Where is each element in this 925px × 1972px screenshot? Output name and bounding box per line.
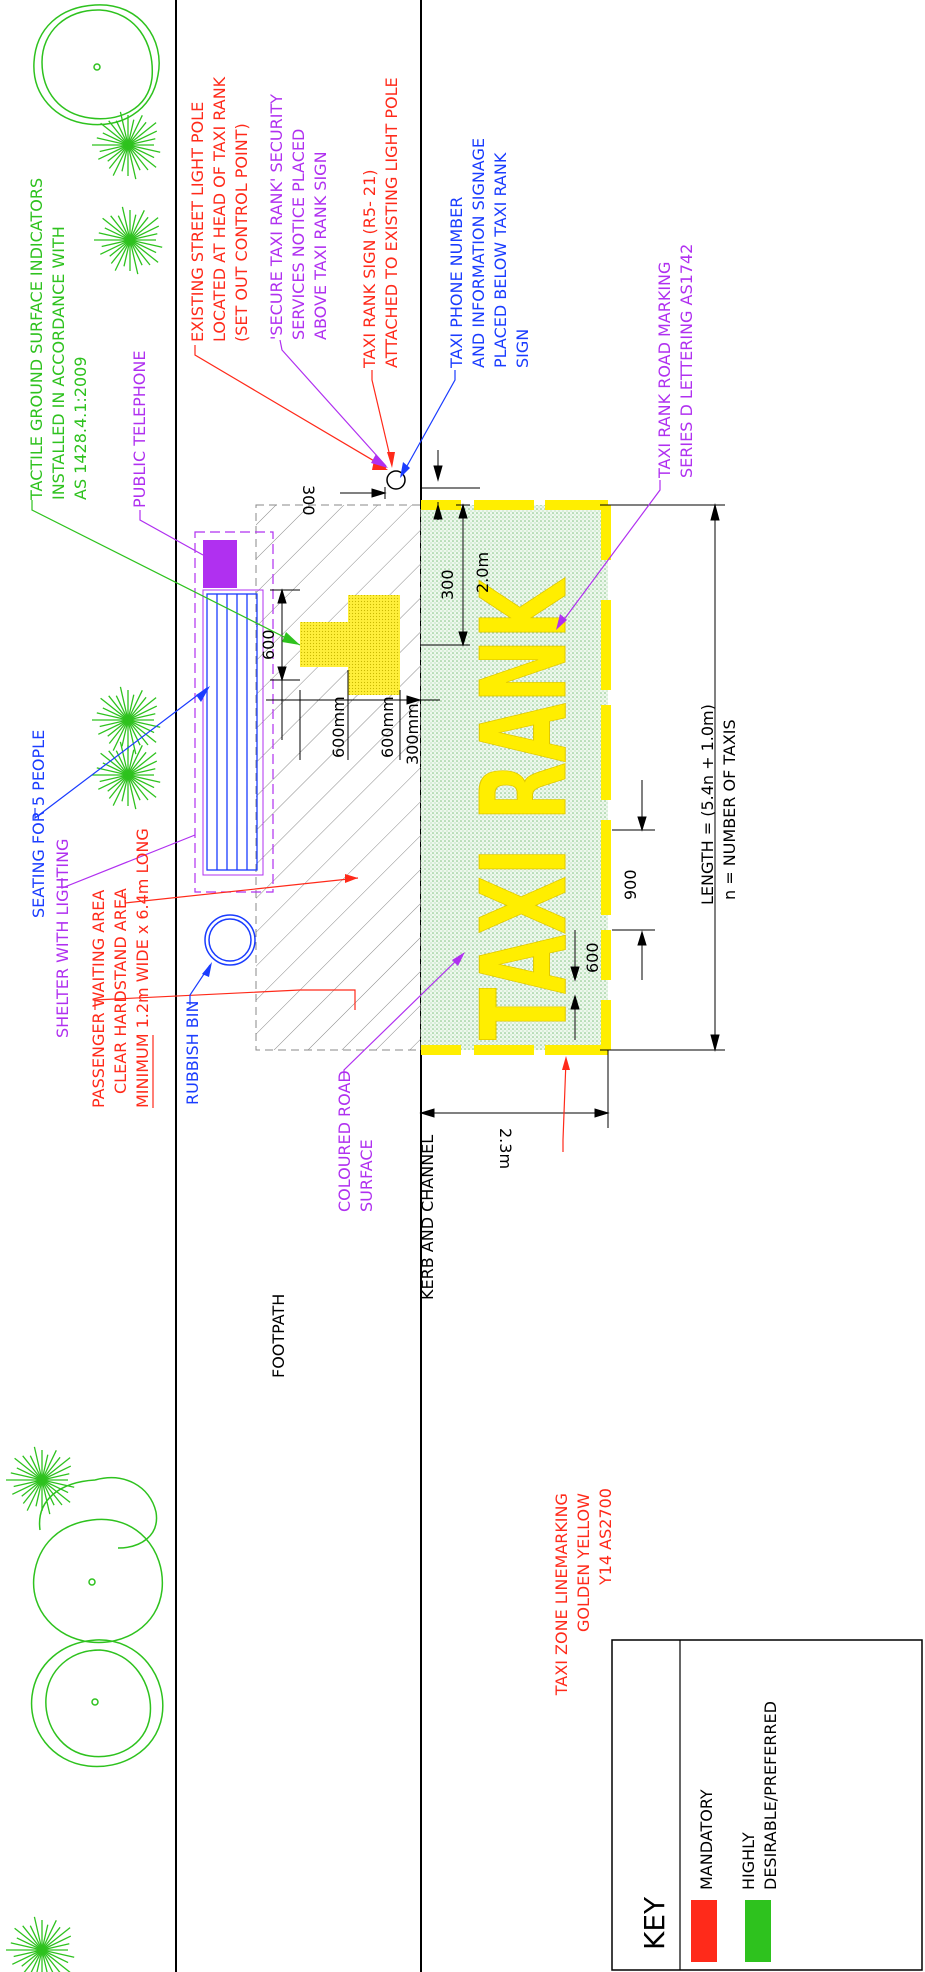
linemark-segment [421, 1045, 461, 1055]
dim-2m: 2.0m [473, 552, 492, 593]
dim-600-gap: 600 [583, 942, 602, 973]
bin-note: RUBBISH BIN [183, 1001, 202, 1105]
rubbish-bin [204, 914, 256, 966]
length-formula: LENGTH = (5.4n + 1.0m) [698, 704, 717, 905]
tree-bottom-b [32, 1518, 164, 1644]
dimension-lines [266, 450, 725, 1128]
key-mandatory-swatch [691, 1900, 717, 1962]
linemark-segment [545, 1045, 608, 1055]
footpath-label: FOOTPATH [269, 1294, 288, 1378]
dim-300mm: 300mm [403, 703, 422, 765]
dim-900: 900 [621, 869, 640, 900]
dim-600-tactile: 600 [259, 629, 278, 660]
kerb-label: KERB AND CHANNEL [418, 1135, 437, 1300]
security-note: 'SECURE TAXI RANK' SECURITY SERVICES NOT… [267, 89, 330, 340]
key-mandatory-label: MANDATORY [697, 1789, 716, 1890]
key-title: KEY [638, 1896, 671, 1950]
seating [206, 593, 258, 871]
dim-2-3m: 2.3m [496, 1128, 515, 1169]
light-pole-note: EXISTING STREET LIGHT POLE LOCATED AT HE… [188, 72, 251, 342]
dim-300-top: 300 [299, 485, 318, 516]
shrub-2 [94, 206, 163, 275]
shrub-1 [92, 111, 161, 180]
tree-bottom-a [30, 1639, 164, 1768]
leader-lines [31, 339, 661, 1152]
shrub-5 [6, 1446, 75, 1515]
tactile-indicator-strip [300, 622, 348, 667]
linemark-dash [601, 505, 611, 560]
road-marking-note: TAXI RANK ROAD MARKING SERIES D LETTERIN… [655, 244, 696, 479]
dim-300-right: 300 [438, 569, 457, 600]
rank-sign-note: TAXI RANK SIGN (R5- 21) ATTACHED TO EXIS… [360, 77, 401, 369]
linemark-dash [601, 705, 611, 800]
length-note: n = NUMBER OF TAXIS [720, 719, 739, 900]
phone-sign-note: TAXI PHONE NUMBER AND INFORMATION SIGNAG… [447, 133, 532, 369]
shrub-6 [6, 1916, 75, 1972]
coloured-surface-note: COLOURED ROAD SURFACE [335, 1065, 376, 1212]
taxi-rank-zone [421, 505, 608, 1050]
dim-600mm-b: 600mm [378, 696, 397, 758]
key-preferred-label: HIGHLY DESIRABLE/PREFERRED [739, 1701, 780, 1890]
shrub-4 [92, 741, 161, 810]
shelter-outline [194, 531, 274, 893]
tactile-note: TACTILE GROUND SURFACE INDICATORS INSTAL… [27, 173, 90, 501]
tactile-indicator-stem [348, 595, 400, 695]
linemark-dash [601, 820, 611, 915]
road-marking-text: TAXI RANK [455, 577, 593, 1040]
linemark-dash [601, 600, 611, 690]
linemarking-note: TAXI ZONE LINEMARKING GOLDEN YELLOW Y14 … [552, 1488, 615, 1696]
linemark-dash [601, 1000, 611, 1050]
shelter-note: SHELTER WITH LIGHTING [53, 839, 72, 1038]
shelter-frame [202, 589, 264, 876]
linemark-dash [601, 930, 611, 980]
tree-top [33, 4, 160, 126]
shrubs [6, 111, 163, 1972]
passenger-waiting-area [255, 504, 422, 1051]
telephone-note: PUBLIC TELEPHONE [130, 351, 149, 508]
legend-key: KEY MANDATORY HIGHLY DESIRABLE/PREFERRED [611, 1639, 923, 1971]
linemark-segment [474, 500, 534, 510]
dim-600mm-a: 600mm [329, 696, 348, 758]
linemark-segment [545, 500, 608, 510]
taxi-zone-linemarking [421, 500, 611, 1055]
waiting-area-note: PASSENGER WAITING AREA CLEAR HARDSTAND A… [89, 828, 152, 1108]
seating-note: SEATING FOR 5 PEOPLE [29, 730, 48, 918]
shrub-3 [92, 686, 161, 755]
public-telephone [203, 540, 237, 588]
tree-bottom-c [38, 1477, 158, 1549]
key-preferred-swatch [745, 1900, 771, 1962]
linemark-segment [421, 500, 461, 510]
linemark-segment [474, 1045, 534, 1055]
